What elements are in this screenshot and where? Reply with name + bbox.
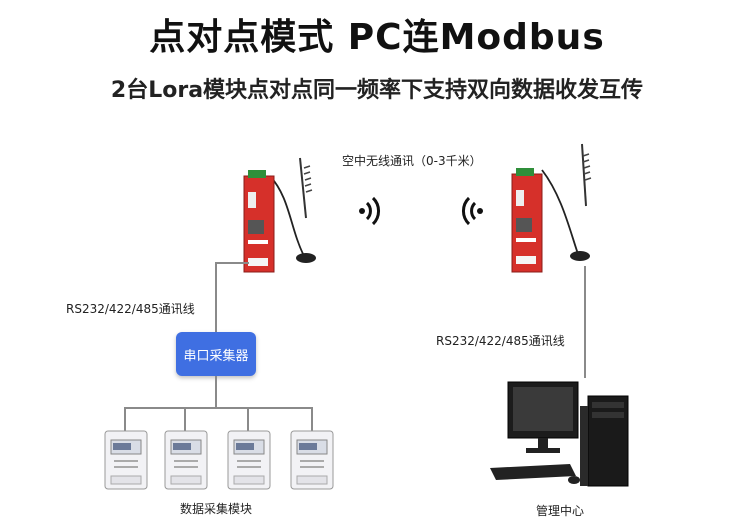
electric-meter-icon	[290, 430, 334, 490]
left-link-label: RS232/422/485通讯线	[66, 302, 195, 316]
electric-meter-icon	[104, 430, 148, 490]
lora-module-left	[230, 148, 330, 278]
right-link-label: RS232/422/485通讯线	[436, 334, 565, 348]
meter-drop-3	[247, 407, 249, 433]
antenna-icon	[269, 157, 316, 263]
desktop-pc-icon	[480, 376, 660, 496]
wireless-label: 空中无线通讯（0-3千米）	[342, 154, 482, 168]
serial-collector: 串口采集器	[176, 332, 256, 376]
wifi-signal-icon-left	[356, 194, 390, 228]
pc-label: 管理中心	[536, 504, 585, 518]
meter-drop-1	[124, 407, 126, 433]
electric-meter-icon	[164, 430, 208, 490]
lora-module-right	[500, 136, 600, 278]
collector-down-line	[215, 376, 217, 408]
right-link-line	[584, 266, 586, 378]
left-link-stub	[215, 262, 249, 264]
meter-bus-line	[124, 407, 312, 409]
left-link-line	[215, 262, 217, 332]
page-subtitle: 2台Lora模块点对点同一频率下支持双向数据收发互传	[110, 78, 644, 103]
page-title: 点对点模式 PC连Modbus	[149, 17, 605, 58]
antenna-icon	[541, 143, 592, 261]
meter-drop-4	[311, 407, 313, 433]
meter-drop-2	[184, 407, 186, 433]
electric-meter-icon	[227, 430, 271, 490]
wifi-signal-icon-right	[452, 194, 486, 228]
meters-label: 数据采集模块	[180, 502, 253, 516]
